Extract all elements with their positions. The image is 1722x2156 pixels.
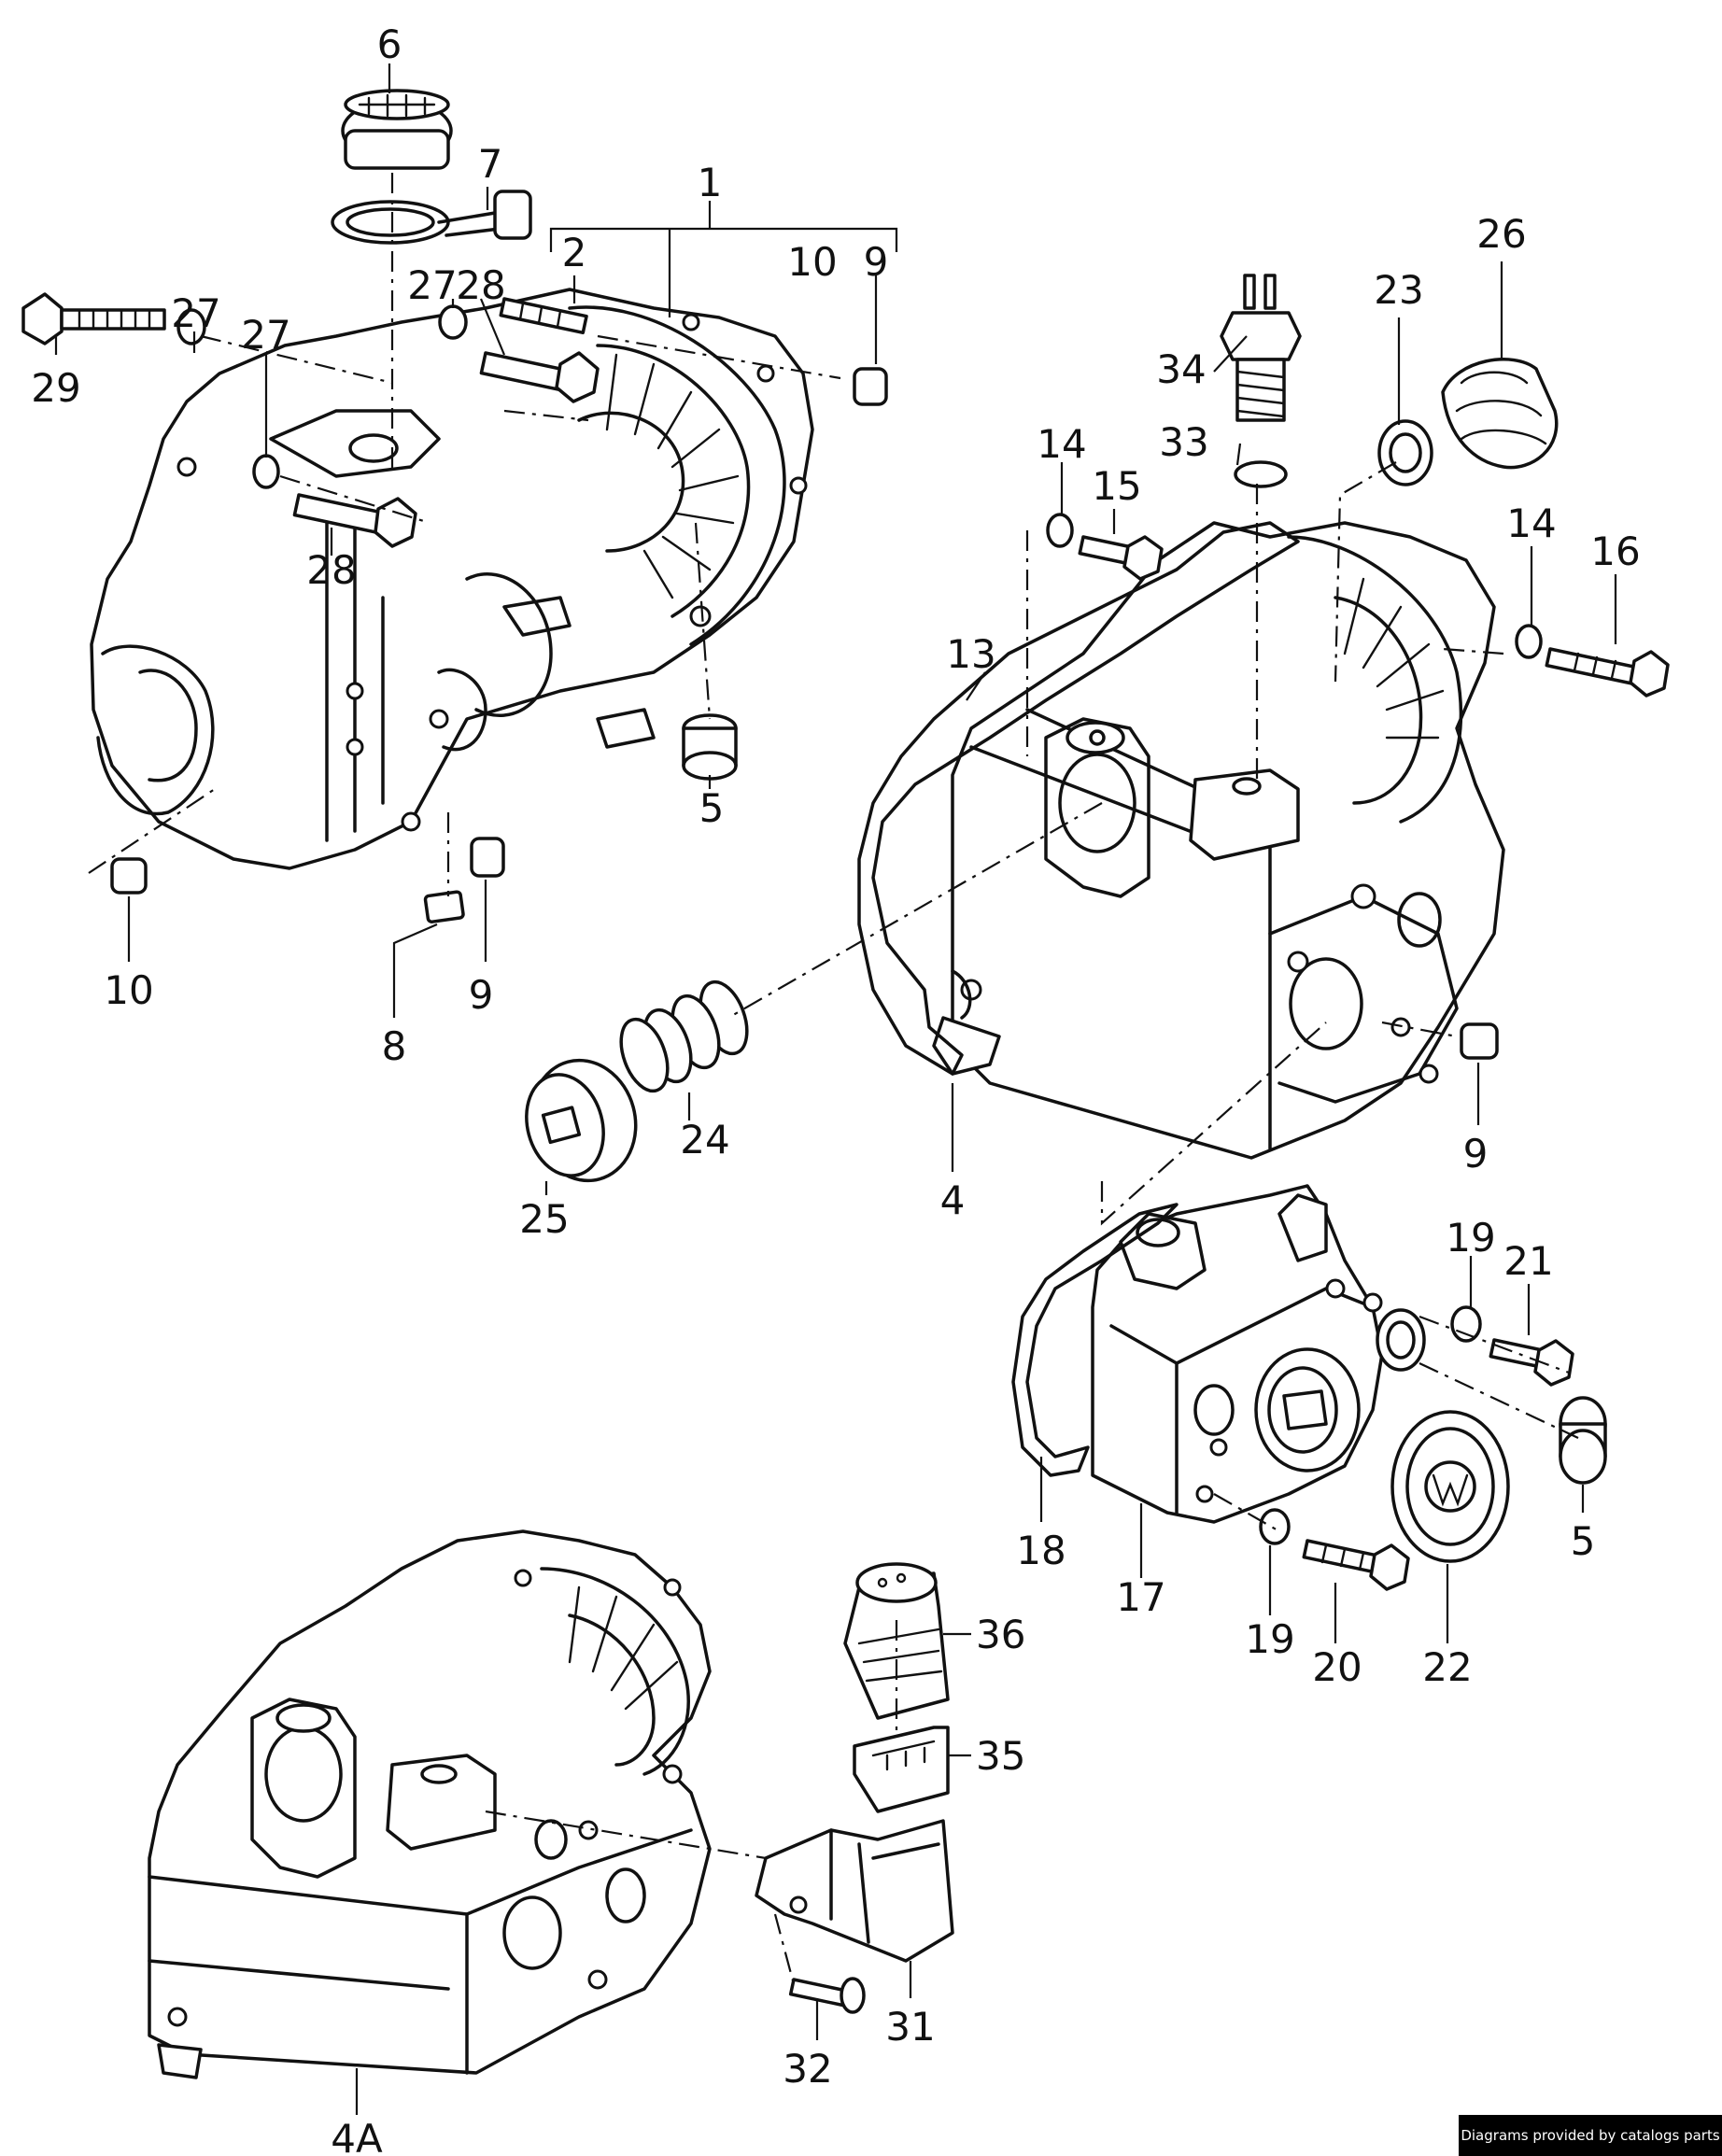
callout-7: 7: [478, 141, 503, 187]
callout-28a: 28: [456, 262, 505, 308]
part-28-bolt-b: [292, 493, 417, 548]
callout-26: 26: [1476, 211, 1526, 257]
callout-5b: 5: [1571, 1518, 1596, 1564]
part-33-seal: [1234, 460, 1288, 488]
part-9-sleeve-c: [1460, 1022, 1499, 1060]
part-29-bolt: [21, 292, 166, 345]
part-16-bolt: [1545, 647, 1670, 698]
callout-14a: 14: [1037, 421, 1086, 467]
part-24-springs: [619, 979, 749, 1093]
part-13-gasket: [857, 521, 1300, 1076]
footer-credit: Diagrams provided by catalogs parts: [1459, 2115, 1722, 2156]
callout-21: 21: [1503, 1238, 1553, 1284]
part-18-gasket: [1011, 1203, 1179, 1477]
callout-25: 25: [519, 1196, 569, 1242]
callout-27c: 27: [407, 262, 457, 308]
part-36-connector-cover: [843, 1562, 950, 1720]
part-28-bolt-a: [479, 351, 600, 403]
leader-lines: [54, 63, 1617, 2115]
part-5-plug-a: [682, 713, 738, 781]
callout-28b: 28: [306, 547, 356, 593]
part-20-bolt: [1302, 1539, 1410, 1591]
part-14-washer-a: [1046, 513, 1074, 548]
part-9-sleeve-b: [470, 837, 505, 878]
end-cover: [1091, 1184, 1384, 1524]
callout-4: 4: [940, 1177, 966, 1223]
part-23-seal-b: [1376, 1308, 1426, 1372]
part-23-seal: [1377, 419, 1433, 486]
part-27-washer-a: [176, 308, 206, 345]
callout-6: 6: [377, 21, 402, 67]
part-5-plug-b: [1559, 1396, 1607, 1485]
callout-19b: 19: [1245, 1616, 1294, 1662]
part-32-screw: [788, 1977, 866, 2014]
part-25-plug: [525, 1058, 638, 1183]
part-21-bolt: [1489, 1338, 1574, 1387]
callout-27b: 27: [241, 312, 290, 358]
part-27-washer-b: [252, 454, 280, 489]
callout-1: 1: [698, 160, 723, 205]
gearbox-housing-4a: [148, 1529, 712, 2079]
callout-4A: 4A: [331, 2116, 383, 2156]
part-15-bolt: [1078, 535, 1164, 581]
part-27-washer-c: [438, 304, 468, 340]
callout-15: 15: [1092, 463, 1141, 509]
part-10-sleeve: [110, 857, 148, 895]
part-34-sender: [1220, 274, 1302, 422]
callout-16: 16: [1590, 528, 1640, 574]
assembly-centerlines: [88, 173, 1579, 1985]
callout-34: 34: [1156, 346, 1206, 392]
callout-10b: 10: [104, 967, 153, 1013]
callout-24: 24: [680, 1117, 729, 1163]
callout-35: 35: [976, 1733, 1025, 1779]
callout-10a: 10: [787, 239, 837, 285]
clutch-housing: [90, 288, 814, 870]
part-19-washer-b: [1259, 1508, 1291, 1545]
callout-22: 22: [1422, 1644, 1472, 1690]
callout-14b: 14: [1506, 500, 1556, 546]
gearbox-housing: [932, 521, 1505, 1160]
part-2-stud: [499, 297, 588, 335]
callout-32: 32: [783, 2046, 832, 2092]
part-7-sensor-bracket: [331, 190, 532, 245]
part-9-sleeve-a: [853, 367, 888, 406]
callout-19a: 19: [1446, 1215, 1495, 1261]
callout-2: 2: [562, 230, 587, 275]
callout-8: 8: [382, 1023, 407, 1069]
callout-13: 13: [946, 631, 995, 677]
callout-9c: 9: [1463, 1131, 1489, 1177]
callout-23a: 23: [1374, 267, 1423, 313]
part-8-pin: [423, 890, 465, 923]
callout-18: 18: [1016, 1528, 1066, 1573]
callout-5a: 5: [699, 785, 725, 831]
part-14-washer-b: [1515, 624, 1543, 659]
part-6-cap: [341, 89, 453, 170]
callout-36: 36: [976, 1612, 1025, 1657]
callout-33: 33: [1159, 419, 1208, 465]
part-35-connector-insert: [853, 1726, 950, 1813]
callout-27a: 27: [171, 290, 220, 336]
callout-9b: 9: [469, 972, 494, 1018]
part-26-boot: [1441, 358, 1559, 470]
callout-9a: 9: [864, 239, 889, 285]
part-31-bracket: [755, 1819, 954, 1963]
callout-17: 17: [1116, 1574, 1165, 1620]
callout-labels: 6 7 1 2 6 10 9 27 27 27 28 29 28 5 10 9 …: [31, 21, 1640, 2156]
part-22-cover-cap: [1390, 1410, 1510, 1563]
callout-20: 20: [1312, 1644, 1362, 1690]
callout-31: 31: [885, 2004, 935, 2050]
callout-29: 29: [31, 365, 80, 411]
part-19-washer-a: [1450, 1305, 1482, 1343]
